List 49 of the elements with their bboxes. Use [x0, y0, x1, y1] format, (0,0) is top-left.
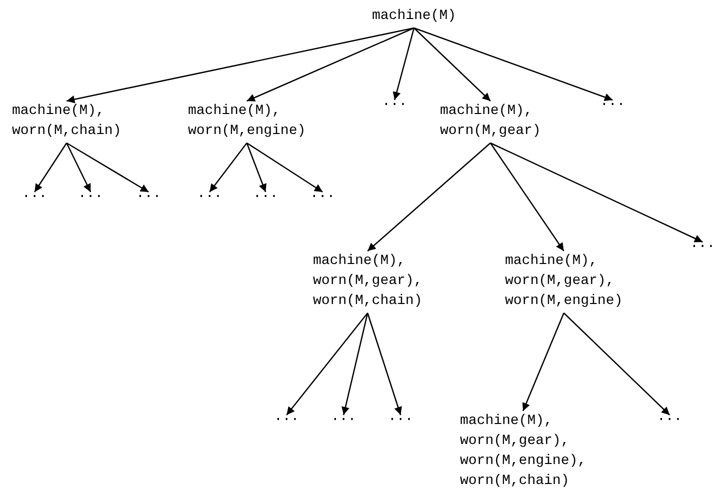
node-text: ...	[331, 408, 356, 427]
arrow	[367, 312, 402, 416]
node-text: ...	[657, 408, 682, 427]
node-text: ...	[136, 185, 162, 204]
node-text: ...	[253, 185, 278, 204]
arrow	[522, 312, 564, 412]
arrow	[209, 142, 248, 192]
arrow	[246, 142, 266, 192]
node-text: worn(M,chain)	[12, 122, 122, 141]
arrow	[66, 142, 149, 193]
node-text: ...	[690, 235, 716, 254]
node-text: ...	[22, 185, 48, 204]
node-text: ...	[388, 408, 414, 427]
node-text: worn(M,chain)	[313, 292, 422, 311]
node-text: machine(M),	[440, 102, 534, 121]
node-text: ...	[274, 408, 300, 427]
node-text: worn(M,engine)	[188, 122, 306, 141]
arrow	[392, 28, 415, 100]
node-text: ...	[382, 93, 408, 112]
node-text: worn(M,gear),	[460, 432, 570, 451]
node-text: machine(M),	[460, 412, 554, 431]
node-text: machine(M)	[372, 7, 456, 26]
arrow	[66, 142, 92, 192]
node-text: ...	[310, 185, 336, 204]
arrow	[414, 27, 613, 102]
arrow	[246, 27, 414, 102]
node-text: ...	[197, 185, 222, 204]
node-text: machine(M),	[313, 252, 406, 271]
node-text: worn(M,gear),	[313, 272, 422, 291]
node-text: ...	[600, 93, 626, 112]
node-text: worn(M,engine)	[505, 292, 623, 311]
node-text: ...	[78, 185, 104, 204]
arrow	[34, 142, 68, 192]
arrow	[490, 142, 703, 243]
node-text: worn(M,engine),	[460, 452, 586, 471]
node-text: machine(M),	[188, 102, 282, 121]
node-text: machine(M),	[505, 252, 598, 271]
arrow	[342, 312, 368, 416]
arrow	[490, 142, 564, 252]
arrow	[66, 27, 414, 104]
arrow	[367, 142, 491, 252]
arrow	[563, 312, 670, 416]
arrow	[246, 142, 323, 193]
arrow	[286, 312, 368, 416]
node-text: worn(M,gear)	[440, 122, 541, 141]
node-text: worn(M,gear),	[505, 272, 616, 291]
node-text: machine(M),	[12, 102, 106, 121]
arrow	[414, 28, 491, 102]
node-text: worn(M,chain)	[460, 472, 570, 491]
